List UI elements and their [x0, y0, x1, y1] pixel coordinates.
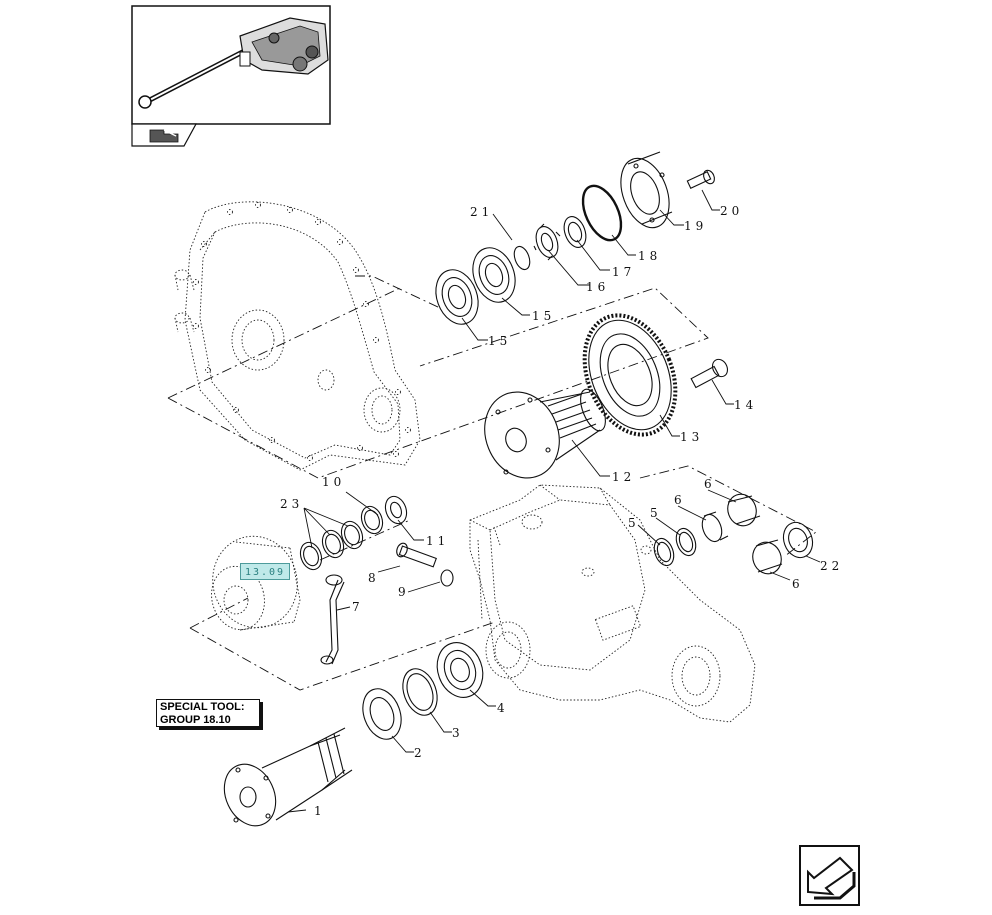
label-17: 17 [612, 265, 635, 279]
part-bearing-4[interactable] [430, 636, 490, 704]
label-1: 1 [314, 804, 326, 818]
label-3: 3 [452, 726, 464, 740]
label-2: 2 [414, 746, 426, 760]
part-washer-21[interactable] [511, 244, 532, 271]
special-tool-line1: SPECIAL TOOL: [160, 701, 245, 713]
part-pipe-7[interactable] [320, 574, 345, 665]
label-15b: 15 [532, 309, 555, 323]
label-12: 12 [612, 470, 635, 484]
label-18: 18 [638, 249, 661, 263]
label-4: 4 [497, 701, 509, 715]
label-19: 19 [684, 219, 707, 233]
part-bolt-20[interactable] [686, 169, 716, 190]
part-rings-5-6[interactable] [651, 490, 818, 578]
part-bearing-15b[interactable] [466, 242, 523, 308]
part-ring-gear-13[interactable] [568, 302, 692, 448]
assembly-guide-lines [167, 275, 817, 691]
label-5a: 5 [628, 516, 640, 530]
label-6b: 6 [704, 477, 716, 491]
label-16: 16 [586, 280, 609, 294]
part-washer-17[interactable] [560, 214, 590, 251]
label-11: 11 [426, 534, 449, 548]
brake-hub-unit [211, 535, 301, 631]
part-washer-9[interactable] [440, 569, 454, 587]
part-bearing-15a[interactable] [429, 264, 486, 330]
label-8: 8 [368, 571, 380, 585]
part-snap-ring-3[interactable] [397, 664, 443, 720]
label-5b: 5 [650, 506, 662, 520]
part-seal-2[interactable] [356, 683, 408, 744]
part-rings-23[interactable] [297, 503, 386, 572]
label-7: 7 [352, 600, 364, 614]
label-10: 10 [322, 475, 345, 489]
label-13: 13 [680, 430, 703, 444]
reference-link-tag[interactable]: 13.09 [240, 563, 290, 580]
part-number-labels: 21 20 19 18 17 16 15 15 14 13 12 10 23 1… [280, 204, 843, 818]
page-next-arrow-icon[interactable] [799, 845, 860, 906]
special-tool-note: SPECIAL TOOL: GROUP 18.10 [156, 699, 260, 727]
page-prev-icon[interactable] [131, 123, 198, 147]
part-oring-18[interactable] [575, 180, 629, 246]
part-axle-shaft-1[interactable] [215, 727, 353, 834]
rear-housing-cover [174, 201, 421, 471]
label-21: 21 [470, 205, 493, 219]
assembly-thumbnail[interactable] [131, 5, 331, 125]
part-bolt-14[interactable] [690, 357, 730, 389]
part-cover-19[interactable] [612, 151, 678, 235]
part-nut-16[interactable] [532, 223, 562, 261]
label-22: 22 [820, 559, 843, 573]
label-9: 9 [398, 585, 410, 599]
part-flange-shaft-12[interactable] [472, 381, 610, 490]
label-23: 23 [280, 497, 303, 511]
label-6a: 6 [674, 493, 686, 507]
leader-lines [287, 189, 821, 813]
part-bolt-8[interactable] [395, 542, 437, 568]
label-20: 20 [720, 204, 743, 218]
label-15a: 15 [488, 334, 511, 348]
label-14: 14 [734, 398, 757, 412]
special-tool-line2: GROUP 18.10 [160, 714, 231, 726]
label-6c: 6 [792, 577, 804, 591]
axle-housing [469, 484, 756, 723]
